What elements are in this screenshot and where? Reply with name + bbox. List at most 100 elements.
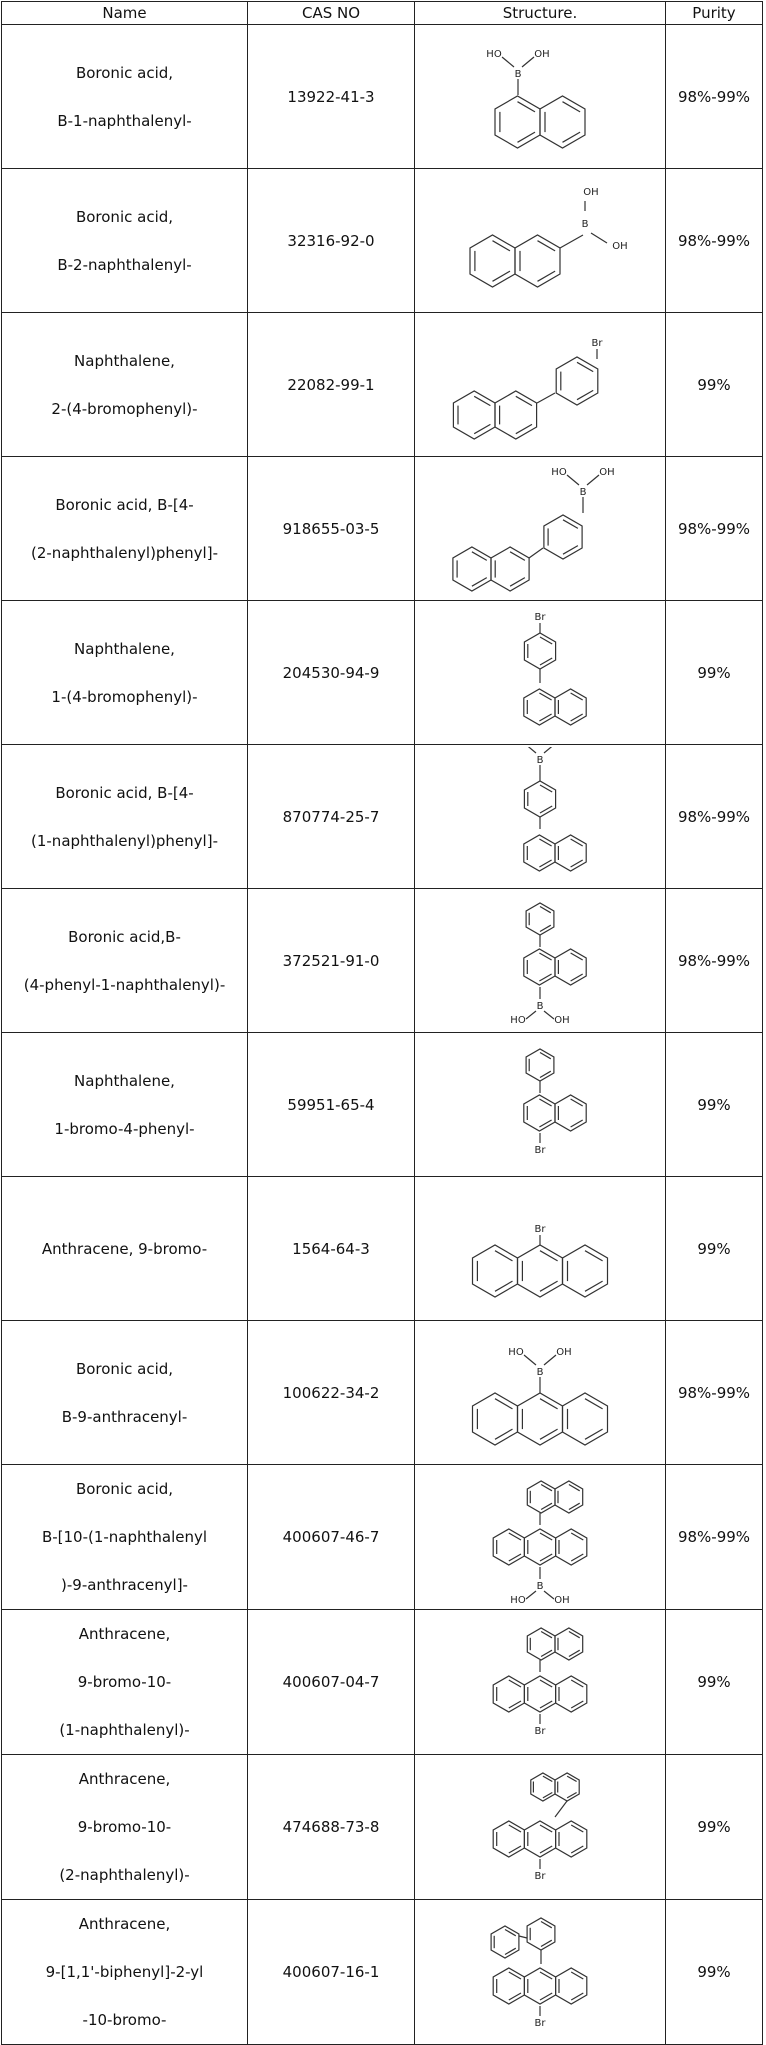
table-row: Boronic acid, B-[4-(1-naphthalenyl)pheny… bbox=[1, 744, 763, 889]
product-name: Anthracene, 9-[1,1'-biphenyl]-2-yl -10-bro… bbox=[1, 1899, 248, 2045]
product-name: Boronic acid, B-9-anthracenyl- bbox=[1, 1320, 248, 1465]
structure-cell: Br bbox=[414, 1609, 666, 1755]
purity-value: 98%-99% bbox=[665, 24, 763, 169]
svg-text:OH: OH bbox=[534, 49, 549, 60]
svg-text:HO: HO bbox=[508, 1347, 524, 1358]
product-name: Boronic acid,B-[10-(1-naphthalenyl)-9-an… bbox=[1, 1464, 248, 1610]
table-row: Anthracene, 9-[1,1'-biphenyl]-2-yl -10-bro… bbox=[1, 1899, 763, 2045]
product-name-line: (1-naphthalenyl)phenyl]- bbox=[31, 831, 218, 850]
purity-value: 98%-99% bbox=[665, 888, 763, 1033]
2-(4-bromophenyl)naphthalene-structure-icon: Br bbox=[452, 338, 604, 440]
table-row: Boronic acid, B-[4-(2-naphthalenyl)pheny… bbox=[1, 456, 763, 601]
product-name-line: 1-(4-bromophenyl)- bbox=[51, 687, 198, 706]
header-row: Name CAS NO Structure. Purity bbox=[1, 1, 763, 25]
1-bromo-4-phenylnaphthalene-structure-icon: Br bbox=[523, 1047, 587, 1156]
cas-number: 204530-94-9 bbox=[247, 600, 415, 745]
purity-value: 98%-99% bbox=[665, 1320, 763, 1465]
product-name: Boronic acid,B-1-naphthalenyl- bbox=[1, 24, 248, 169]
purity-value: 99% bbox=[665, 312, 763, 457]
product-name-line: Boronic acid, bbox=[75, 1480, 174, 1498]
header-name: Name bbox=[1, 1, 248, 25]
product-name-line: (2-naphthalenyl)- bbox=[59, 1866, 190, 1884]
product-name-line: 2-(4-bromophenyl)- bbox=[51, 399, 198, 418]
svg-text:B: B bbox=[537, 1001, 544, 1012]
product-name-line: Anthracene, bbox=[78, 1625, 171, 1643]
structure-cell: Br bbox=[414, 312, 666, 457]
purity-value: 99% bbox=[665, 1032, 763, 1177]
purity-value: 99% bbox=[665, 600, 763, 745]
9-bromo-10-(1-naphthyl)anthracene-structure-icon: Br bbox=[492, 1627, 588, 1737]
structure-cell: Br bbox=[414, 600, 666, 745]
cas-number: 100622-34-2 bbox=[247, 1320, 415, 1465]
product-name: Boronic acid, B-[4-(2-naphthalenyl)pheny… bbox=[1, 456, 248, 601]
purity-value: 99% bbox=[665, 1899, 763, 2045]
purity-value: 98%-99% bbox=[665, 168, 763, 313]
purity-value: 98%-99% bbox=[665, 744, 763, 889]
table-row: Boronic acid,B-2-naphthalenyl-32316-92-0… bbox=[1, 168, 763, 313]
cas-number: 474688-73-8 bbox=[247, 1754, 415, 1900]
product-name-line: Anthracene, 9-bromo- bbox=[41, 1239, 208, 1258]
svg-text:OH: OH bbox=[554, 1015, 569, 1026]
cas-number: 870774-25-7 bbox=[247, 744, 415, 889]
product-name: Boronic acid, B-2-naphthalenyl- bbox=[1, 168, 248, 313]
product-name-line: (1-naphthalenyl)- bbox=[59, 1721, 190, 1739]
svg-text:OH: OH bbox=[583, 187, 598, 198]
product-name-line: )-9-anthracenyl]- bbox=[61, 1576, 188, 1594]
product-name-line: B-2-naphthalenyl- bbox=[57, 255, 192, 274]
product-name-line: -10-bromo- bbox=[82, 2011, 167, 2029]
header-purity: Purity bbox=[665, 1, 763, 25]
svg-text:Br: Br bbox=[592, 338, 604, 349]
purity-value: 98%-99% bbox=[665, 456, 763, 601]
cas-number: 22082-99-1 bbox=[247, 312, 415, 457]
product-name-line: Boronic acid, bbox=[75, 1359, 174, 1378]
product-name-line: Naphthalene, bbox=[74, 639, 175, 658]
svg-text:B: B bbox=[582, 219, 589, 230]
structure-cell: Br bbox=[414, 1899, 666, 2045]
structure-cell: B HO OH bbox=[414, 888, 666, 1033]
purity-value: 99% bbox=[665, 1754, 763, 1900]
svg-text:Br: Br bbox=[535, 1726, 547, 1737]
cas-number: 400607-16-1 bbox=[247, 1899, 415, 2045]
svg-text:HO: HO bbox=[486, 49, 502, 60]
svg-text:Br: Br bbox=[535, 2018, 547, 2029]
table-row: Boronic acid,B- (4-phenyl-1-naphthalenyl)… bbox=[1, 888, 763, 1033]
product-name-line: Boronic acid,B- bbox=[68, 927, 181, 946]
product-name-line: 1-bromo-4-phenyl- bbox=[54, 1119, 195, 1138]
cas-number: 13922-41-3 bbox=[247, 24, 415, 169]
cas-number: 1564-64-3 bbox=[247, 1176, 415, 1321]
svg-text:B: B bbox=[537, 1581, 544, 1592]
product-name: Naphthalene, 1-bromo-4-phenyl- bbox=[1, 1032, 248, 1177]
product-name-line: Boronic acid, bbox=[75, 207, 174, 226]
table-row: Anthracene,9-bromo-10-(1-naphthalenyl)-4… bbox=[1, 1609, 763, 1755]
product-name-line: Anthracene, bbox=[78, 1915, 171, 1933]
cas-number: 372521-91-0 bbox=[247, 888, 415, 1033]
product-name-line: Naphthalene, bbox=[74, 1071, 175, 1090]
product-name-line: 9-[1,1'-biphenyl]-2-yl bbox=[45, 1963, 204, 1981]
product-name-line: (4-phenyl-1-naphthalenyl)- bbox=[23, 975, 226, 994]
header-structure: Structure. bbox=[414, 1, 666, 25]
product-name-line: B-9-anthracenyl- bbox=[61, 1407, 188, 1426]
table-row: Naphthalene, 1-(4-bromophenyl)- 204530-94-… bbox=[1, 600, 763, 745]
product-name: Naphthalene, 1-(4-bromophenyl)- bbox=[1, 600, 248, 745]
product-name: Boronic acid, B-[4-(1-naphthalenyl)pheny… bbox=[1, 744, 248, 889]
svg-text:HO: HO bbox=[551, 467, 567, 478]
structure-cell: Br bbox=[414, 1032, 666, 1177]
table-row: Boronic acid,B-1-naphthalenyl-13922-41-3… bbox=[1, 24, 763, 169]
product-name: Anthracene,9-bromo-10-(2-naphthalenyl)- bbox=[1, 1754, 248, 1900]
product-name-line: Boronic acid, B-[4- bbox=[55, 495, 194, 514]
9-bromo-10-(2-naphthyl)anthracene-structure-icon: Br bbox=[492, 1772, 588, 1882]
svg-text:OH: OH bbox=[599, 467, 614, 478]
svg-text:HO: HO bbox=[510, 1015, 526, 1026]
svg-text:Br: Br bbox=[535, 612, 547, 623]
svg-text:HO: HO bbox=[510, 1595, 526, 1606]
